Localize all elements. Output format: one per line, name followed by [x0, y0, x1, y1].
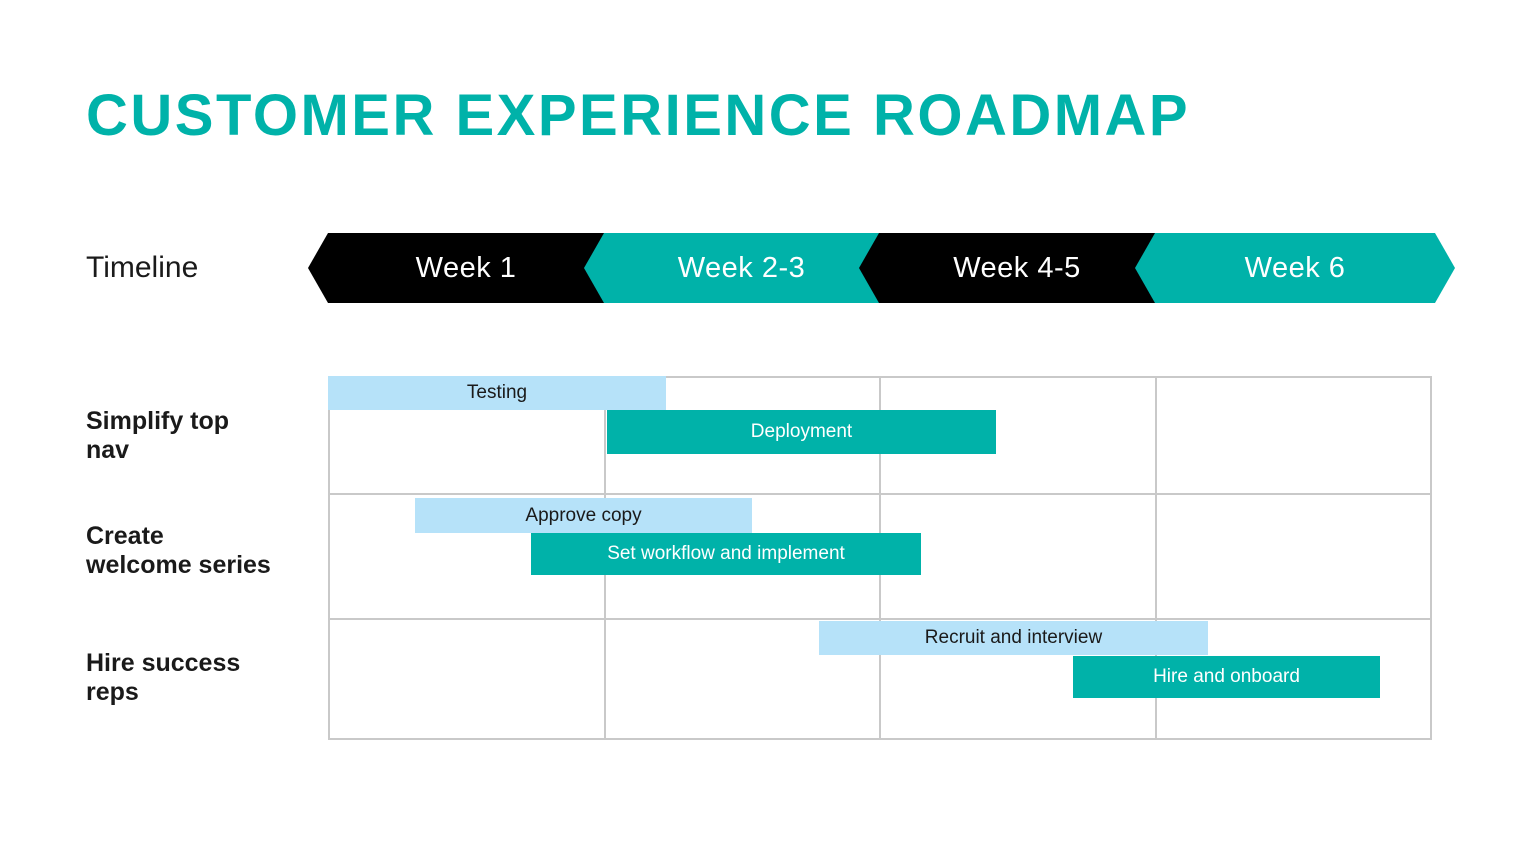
- task-bar-set-workflow-and-implement: Set workflow and implement: [531, 533, 921, 575]
- task-bar-hire-and-onboard: Hire and onboard: [1073, 656, 1380, 698]
- page-title: CUSTOMER EXPERIENCE ROADMAP: [86, 83, 1191, 148]
- grid-line-vertical: [1155, 378, 1157, 738]
- grid-line-horizontal: [330, 618, 1430, 620]
- timeline-segment-week-4-5-label: Week 4-5: [953, 251, 1081, 284]
- timeline-segment-week-2-3-label: Week 2-3: [677, 251, 806, 284]
- task-bar-testing: Testing: [328, 376, 666, 410]
- row-label-simplify-top-nav: Simplify top nav: [86, 407, 230, 464]
- timeline-segment-week-6-label: Week 6: [1244, 251, 1346, 284]
- grid-line-horizontal: [330, 493, 1430, 495]
- timeline-segment-week-4-5: Week 4-5: [859, 233, 1155, 303]
- task-bar-approve-copy: Approve copy: [415, 498, 752, 533]
- task-bar-recruit-and-interview: Recruit and interview: [819, 621, 1208, 655]
- timeline-segment-week-2-3: Week 2-3: [584, 233, 879, 303]
- task-bar-deployment: Deployment: [607, 410, 996, 454]
- row-label-hire-success-reps: Hire success reps: [86, 649, 241, 706]
- timeline-segment-week-1-label: Week 1: [415, 251, 517, 284]
- timeline-segment-week-1: Week 1: [308, 233, 604, 303]
- timeline-axis-label: Timeline: [86, 251, 199, 284]
- row-label-create-welcome-series: Create welcome series: [86, 522, 271, 579]
- timeline-segment-week-6: Week 6: [1135, 233, 1455, 303]
